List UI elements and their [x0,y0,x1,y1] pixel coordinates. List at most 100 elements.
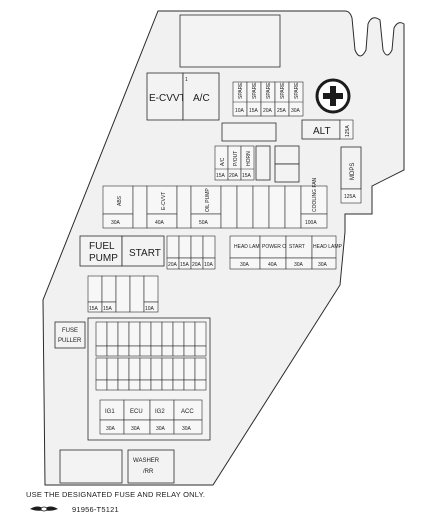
fuse-rating: 15A [249,108,259,114]
mini-fuse-cell [106,379,119,391]
power-outlet-label: POWER OUTLET [262,244,302,250]
blank-block [274,145,300,165]
mini-fuse-cell [194,357,207,381]
mini-fuse-cell [172,345,185,357]
mini-fuse-cell [95,357,108,381]
mini-fuse-cell [128,321,141,347]
blank-block [255,145,271,181]
mini-fuse-cell [139,379,152,391]
horn-fuse-label: HORN [246,151,252,166]
fuel-pump-label-2: PUMP [89,253,118,264]
fuse-puller-label-1: FUSE [62,328,78,334]
mini-fuse-cell [139,321,152,347]
mini-fuse-cell [106,345,119,357]
cooling-fan-label: COOLING FAN [312,177,318,212]
mini-fuse-cell [128,379,141,391]
mini-fuse-cell [150,321,163,347]
fuse-rating: 30A [294,262,304,268]
battery-terminal-icon [315,78,351,114]
fuse-rating: 30A [111,220,121,226]
ecu-label: ECU [130,409,143,415]
mini-fuse-row: 20A 15A 20A 10A HEAD LAMP 30A POWER OUTL… [166,235,343,270]
mini-fuse-cell [194,321,207,347]
blank-block [221,122,277,142]
fuse-rating: 30A [131,426,141,432]
fuse-rating: 30A [291,108,301,114]
abs-label: ABS [117,195,123,206]
brand-logo-icon [30,506,58,512]
mini-fuse-cell [183,379,196,391]
mini-fuse-cell [150,345,163,357]
mdps-rating-cell [340,188,362,204]
fuse-rating: 50A [199,220,209,226]
fuse-rating: 15A [216,173,226,179]
part-number: 91956-T5121 [72,505,119,514]
fuse-rating: 15A [180,262,190,268]
mini-fuse-cell [117,345,130,357]
relay-pin-mark: 1 [185,77,188,83]
fuse-rating: 40A [155,220,165,226]
head-lamp-label: HEAD LAMP [234,244,264,250]
relay-fuse-group: A/C P/OUT HORN 15A 20A 15A [214,145,255,181]
start-relay-label: START [129,248,161,259]
fuse-rating: 10A [235,108,245,114]
mini-fuse-cell [95,321,108,347]
fuse-rating: 100A [305,220,317,226]
usage-notice: USE THE DESIGNATED FUSE AND RELAY ONLY. [26,490,205,499]
fuse-rating: 20A [229,173,239,179]
start-relay [121,235,165,267]
mini-fuse-cell [139,345,152,357]
mini-fuse-cell [183,357,196,381]
mini-fuse-cell [194,379,207,391]
fuse-rating: 10A [204,262,214,268]
mdps-rating: 125A [344,194,356,200]
washer-label-1: WASHER [133,458,160,464]
ecvvt-label: E-CVVT [149,93,186,104]
spare-label: SPARE [252,82,258,99]
alt-rating: 125A [345,125,351,137]
mini-fuse-cell [150,357,163,381]
fuse-rating: 30A [106,426,116,432]
start-fuse-label: START [289,244,305,250]
fuse-rating: 10A [145,306,155,312]
acc-label: ACC [181,409,194,415]
washer-label-2: /RR [143,469,154,475]
mini-fuse-cell [172,321,185,347]
fuse-puller-label-2: PULLER [58,338,82,344]
mini-fuse-cell [139,357,152,381]
blank-block [59,449,123,484]
fuse-rating: 30A [240,262,250,268]
ac-relay-label: A/C [193,93,210,104]
fuse-rating: 40A [268,262,278,268]
fuse-rating: 20A [168,262,178,268]
mini-fuse-cell [106,321,119,347]
mini-fuse-cell [172,357,185,381]
spare-label: SPARE [294,82,300,99]
fuse-rating: 20A [192,262,202,268]
power-outlet-fuse-label: P/OUT [233,151,239,166]
fuse-rating: 20A [263,108,273,114]
spare-label: SPARE [266,82,272,99]
spare-fuse-group: SPARE SPARE SPARE SPARE SPARE 10A 15A 20… [232,81,304,117]
alt-label: ALT [313,126,331,137]
mini-fuse-cell [172,379,185,391]
fuse-rating: 15A [242,173,252,179]
ac-relay [182,72,220,121]
fuel-pump-label-1: FUEL [89,241,115,252]
mini-fuse-cell [150,379,163,391]
spare-label: SPARE [238,82,244,99]
mini-fuse-cell [183,345,196,357]
fuse-rating: 30A [318,262,328,268]
fuse-rating: 30A [156,426,166,432]
mini-fuse-cell [128,345,141,357]
top-blank-block [179,14,281,68]
mini-fuse-cell [161,379,174,391]
mini-fuse-grid [95,321,207,391]
spare-label: SPARE [280,82,286,99]
mini-fuse-cell [117,321,130,347]
mini-fuse-cell [95,345,108,357]
ac-fuse-label: A/C [220,157,226,166]
mini-fuse-cell [161,357,174,381]
mini-fuse-cell [183,321,196,347]
